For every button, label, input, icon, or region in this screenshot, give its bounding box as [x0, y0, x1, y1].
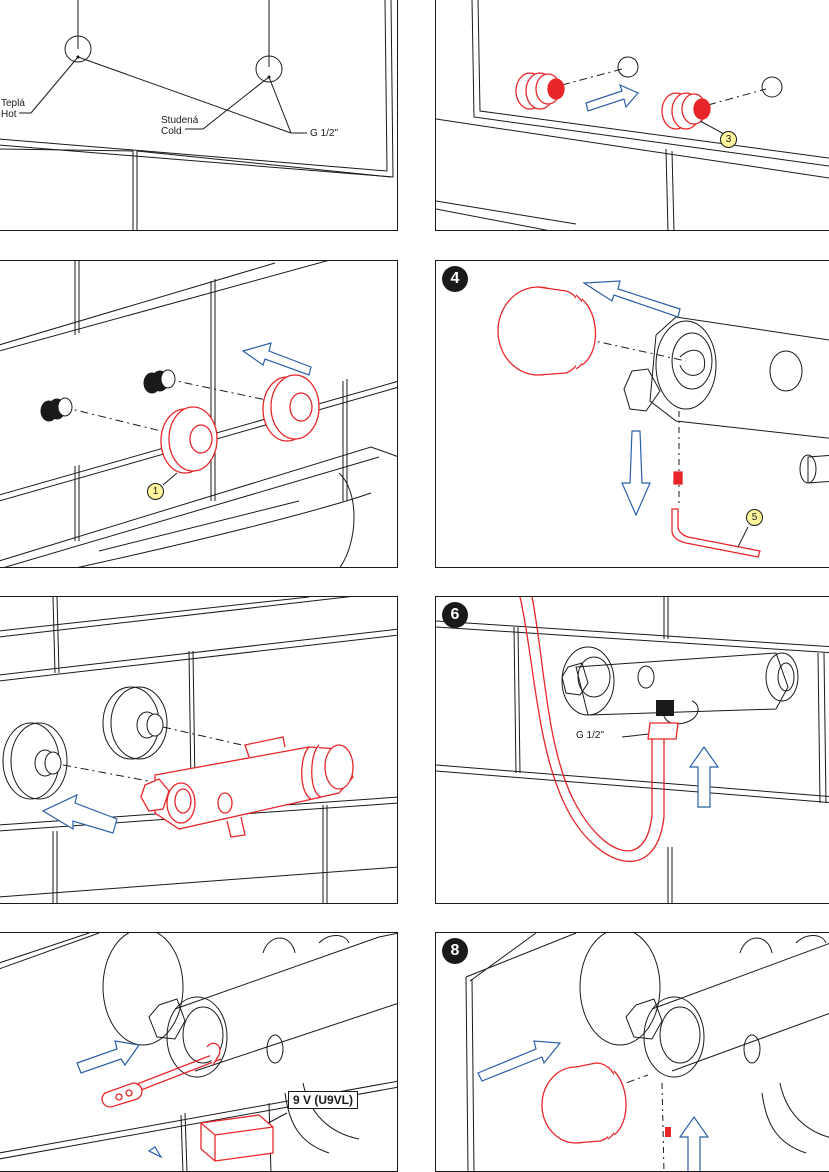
- callout-3: 3: [720, 131, 737, 148]
- panel-5-drawing: [0, 597, 397, 903]
- direction-arrow: [477, 1040, 562, 1082]
- red-rosettes: [160, 374, 320, 474]
- label-cold: Studená Cold: [161, 115, 199, 137]
- panel-4-unscrew-cap: 4 5: [435, 260, 829, 568]
- cold-inlet-circle: [255, 55, 283, 83]
- panel-1-wall-inlets: Teplá Hot Studená Cold G 1/2": [0, 0, 398, 231]
- panel-8-install-cap: 8: [435, 932, 829, 1172]
- label-thread: G 1/2": [310, 128, 339, 139]
- callout-1: 1: [147, 483, 164, 500]
- panel-5-mount-mixer: [0, 596, 398, 904]
- red-cap: [497, 286, 597, 376]
- panel-6-connect-hose: 6 G 1/2": [435, 596, 829, 904]
- red-connectors: [515, 72, 711, 130]
- direction-arrow: [241, 342, 312, 376]
- step-badge-8: 8: [442, 938, 468, 964]
- label-thread: G 1/2": [576, 730, 605, 741]
- battery-9v: [200, 1114, 274, 1162]
- hose-connector: [656, 700, 674, 716]
- panel-7-drawing: [0, 933, 397, 1171]
- step-badge-4: 4: [442, 266, 468, 292]
- panel-8-drawing: [465, 933, 829, 1171]
- panel-2-drawing: [436, 0, 829, 230]
- callout-5: 5: [746, 509, 763, 526]
- panel-1-drawing: [0, 0, 394, 230]
- threaded-fittings: [40, 369, 176, 422]
- warm-inlet-circle: [64, 35, 92, 63]
- panel-3-drawing: [0, 261, 397, 567]
- panel-6-drawing: [436, 597, 829, 903]
- battery-label: 9 V (U9VL): [288, 1091, 359, 1109]
- battery-clip: [101, 1042, 222, 1108]
- direction-arrow-2: [147, 1146, 163, 1159]
- red-hose: [519, 597, 679, 862]
- direction-arrow-left: [582, 280, 681, 318]
- direction-arrow: [76, 1040, 141, 1074]
- label-warm: Teplá Hot: [1, 98, 25, 120]
- direction-arrow: [41, 793, 118, 834]
- panel-2-connectors: 3: [435, 0, 829, 231]
- direction-arrow-up: [688, 745, 720, 808]
- hex-key-tip: [665, 1127, 671, 1137]
- panel-3-rosettes: 1: [0, 260, 398, 568]
- hex-key: [671, 471, 761, 558]
- panel-4-drawing: [497, 280, 829, 558]
- red-cap: [541, 1062, 627, 1144]
- step-badge-6: 6: [442, 602, 468, 628]
- red-mixer-body: [140, 736, 354, 838]
- direction-arrow-down: [621, 430, 651, 517]
- panel-7-battery: 9 V (U9VL): [0, 932, 398, 1172]
- direction-arrow: [585, 83, 639, 112]
- direction-arrow-up: [678, 1115, 710, 1171]
